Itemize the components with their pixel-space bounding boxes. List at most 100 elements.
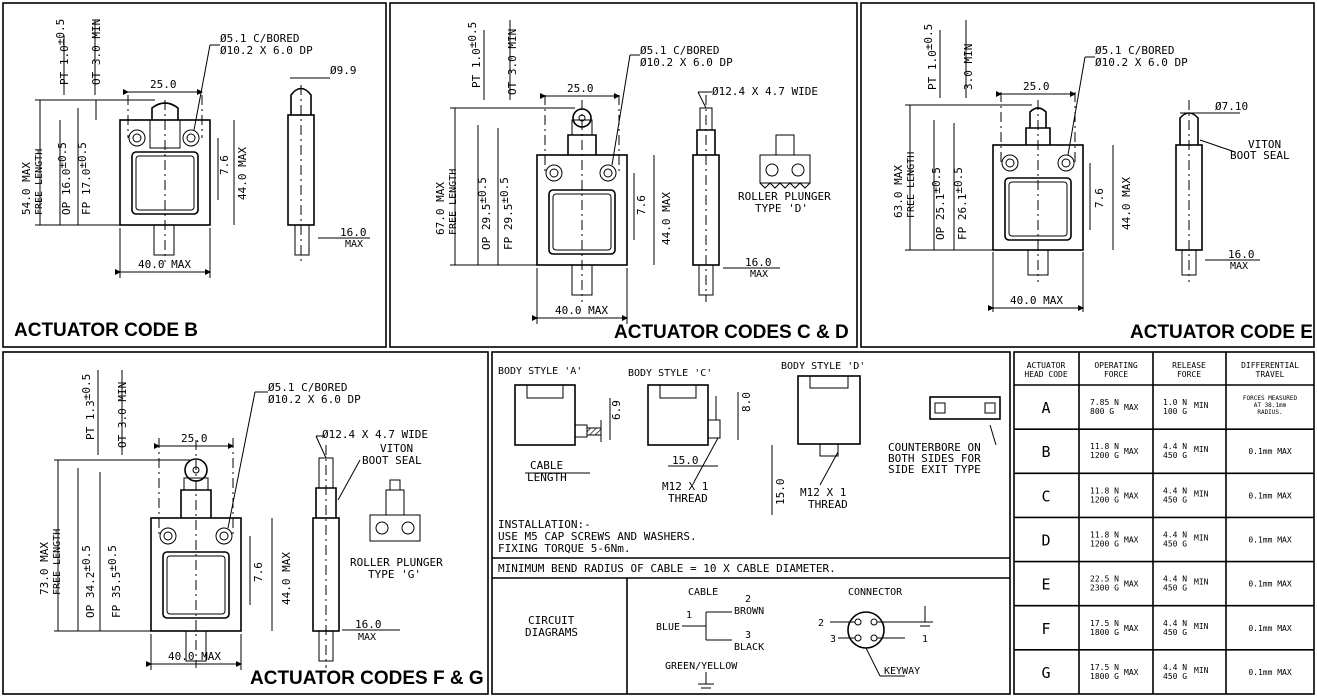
dim-side-max: MAX (1230, 261, 1248, 272)
table-header-op-1: OPERATING (1094, 361, 1138, 370)
table-cell-diff: AT 38.1mm (1254, 402, 1287, 409)
table-cell-op-g: 1200 G (1090, 540, 1119, 549)
dim-bore-2: Ø10.2 X 6.0 DP (640, 56, 733, 69)
bend-radius-note: MINIMUM BEND RADIUS OF CABLE = 10 X CABL… (498, 562, 836, 575)
pin-2: 2 (818, 618, 824, 629)
body-c-thread-1: M12 X 1 (662, 480, 708, 493)
table-cell-op-g: 1200 G (1090, 495, 1119, 504)
dim-free-length: 54.0 MAX (20, 162, 33, 215)
dim-hole: 7.6 (218, 155, 231, 175)
dim-width: 25.0 (150, 78, 177, 91)
dim-bore-2: Ø10.2 X 6.0 DP (268, 393, 361, 406)
table-cell-diff: 0.1mm MAX (1248, 536, 1292, 545)
table-cell-code: E (1041, 576, 1050, 594)
table-cell-rel-min: MIN (1194, 401, 1209, 410)
table-cell-rel-min: MIN (1194, 534, 1209, 543)
table-cell-op-g: 800 G (1090, 407, 1114, 416)
body-c-dim: 8.0 (740, 392, 753, 412)
table-cell-rel-g: 450 G (1163, 584, 1187, 593)
dim-ot: OT 3.0 MIN (506, 29, 519, 95)
connector-heading: CONNECTOR (848, 587, 903, 598)
dim-op: OP 16.0±0.5 (56, 142, 73, 215)
table-cell-op-max: MAX (1124, 403, 1139, 412)
panel-title-cd: ACTUATOR CODES C & D (614, 322, 849, 343)
dim-body: 44.0 MAX (280, 552, 293, 605)
table-cell-op-n: 11.8 N (1090, 486, 1119, 495)
panel-frame-cd (389, 2, 858, 348)
table-cell-diff: 0.1mm MAX (1248, 580, 1292, 589)
table-cell-rel-n: 4.4 N (1163, 442, 1187, 451)
dim-base: 40.0 MAX (555, 304, 608, 317)
roller-label-2: TYPE 'G' (368, 568, 421, 581)
table-cell-rel-g: 450 G (1163, 672, 1187, 681)
body-d-len: 15.0 (774, 479, 787, 506)
table-cell-diff: 0.1mm MAX (1248, 624, 1292, 633)
dim-hole: 7.6 (252, 562, 265, 582)
table-cell-op-g: 2300 G (1090, 584, 1119, 593)
viton-label-1: VITON (380, 442, 413, 455)
roller-label-1: ROLLER PLUNGER (350, 556, 443, 569)
table-header-code-2: HEAD CODE (1024, 370, 1068, 379)
dim-bore-2: Ø10.2 X 6.0 DP (220, 44, 313, 57)
table-cell-op-max: MAX (1124, 491, 1139, 500)
dim-op: OP 29.5±0.5 (476, 177, 493, 250)
dim-free-length: 63.0 MAX (892, 165, 905, 218)
body-c-len: 15.0 (672, 454, 699, 467)
table-header-op-2: FORCE (1104, 370, 1128, 379)
dim-bore-1: Ø5.1 C/BORED (640, 44, 719, 57)
table-cell-op-n: 11.8 N (1090, 442, 1119, 451)
table-cell-rel-g: 450 G (1163, 495, 1187, 504)
dim-free-label: FREE LENGTH (448, 169, 459, 235)
table-cell-op-g: 1200 G (1090, 451, 1119, 460)
viton-label-1: VITON (1248, 138, 1281, 151)
panel-actuator-cd: 25.0 40.0 MAX Ø5.1 C/BORED Ø10.2 X 6.0 D… (434, 20, 849, 343)
table-cell-rel-min: MIN (1194, 578, 1209, 587)
cable-heading: CABLE (688, 587, 718, 598)
table-cell-op-max: MAX (1124, 536, 1139, 545)
dim-plunger: Ø9.9 (330, 64, 357, 77)
circuit-label-2: DIAGRAMS (525, 626, 578, 639)
dim-side: 16.0 (745, 256, 772, 269)
table-header-rel-1: RELEASE (1172, 361, 1206, 370)
table-cell-diff: RADIUS. (1257, 409, 1282, 416)
roller-plunger-detail (759, 134, 811, 189)
dim-bore-1: Ø5.1 C/BORED (220, 32, 299, 45)
table-cell-rel-n: 4.4 N (1163, 619, 1187, 628)
dim-body: 44.0 MAX (1120, 177, 1133, 230)
dim-fp: FP 29.5±0.5 (498, 177, 515, 250)
panel-frame-body-styles (491, 351, 1011, 695)
dim-side: 16.0 (355, 618, 382, 631)
wire-black: BLACK (734, 642, 764, 653)
table-cell-diff: 0.1mm MAX (1248, 447, 1292, 456)
viton-label-2: BOOT SEAL (1230, 149, 1290, 162)
circuit-diagrams: CIRCUIT DIAGRAMS CABLE CONNECTOR 1 BLUE … (525, 587, 933, 689)
wire-3-num: 3 (745, 630, 751, 641)
table-cell-rel-n: 4.4 N (1163, 486, 1187, 495)
dim-hole: 7.6 (635, 195, 648, 215)
dim-fp: FP 35.5±0.5 (106, 545, 123, 618)
counterbore-2: BOTH SIDES FOR (888, 452, 981, 465)
body-d-thread-2: THREAD (808, 498, 848, 511)
table-cell-code: B (1041, 443, 1050, 461)
dim-op: OP 25.1±0.5 (930, 167, 947, 240)
table-cell-op-max: MAX (1124, 668, 1139, 677)
panel-title-b: ACTUATOR CODE B (14, 320, 198, 341)
body-style-c-label: BODY STYLE 'C' (628, 368, 712, 379)
panel-title-e: ACTUATOR CODE E (1130, 322, 1313, 343)
table-cell-op-g: 1800 G (1090, 672, 1119, 681)
table-cell-rel-n: 4.4 N (1163, 531, 1187, 540)
table-cell-op-n: 11.8 N (1090, 531, 1119, 540)
dim-base: 40.0 MAX (168, 650, 221, 663)
table-header-rel-2: FORCE (1177, 370, 1201, 379)
wire-brown: BROWN (734, 606, 764, 617)
table-header-code-1: ACTUATOR (1027, 361, 1066, 370)
dim-free-label: FREE LENGTH (52, 529, 63, 595)
wire-blue: BLUE (656, 622, 680, 633)
roller-label-1: ROLLER PLUNGER (738, 190, 831, 203)
dim-bore-2: Ø10.2 X 6.0 DP (1095, 56, 1188, 69)
table-cell-diff: FORCES MEASURED (1243, 395, 1298, 402)
table-cell-rel-min: MIN (1194, 622, 1209, 631)
installation-1: INSTALLATION:- (498, 518, 591, 531)
dim-plunger: Ø7.10 (1215, 100, 1248, 113)
